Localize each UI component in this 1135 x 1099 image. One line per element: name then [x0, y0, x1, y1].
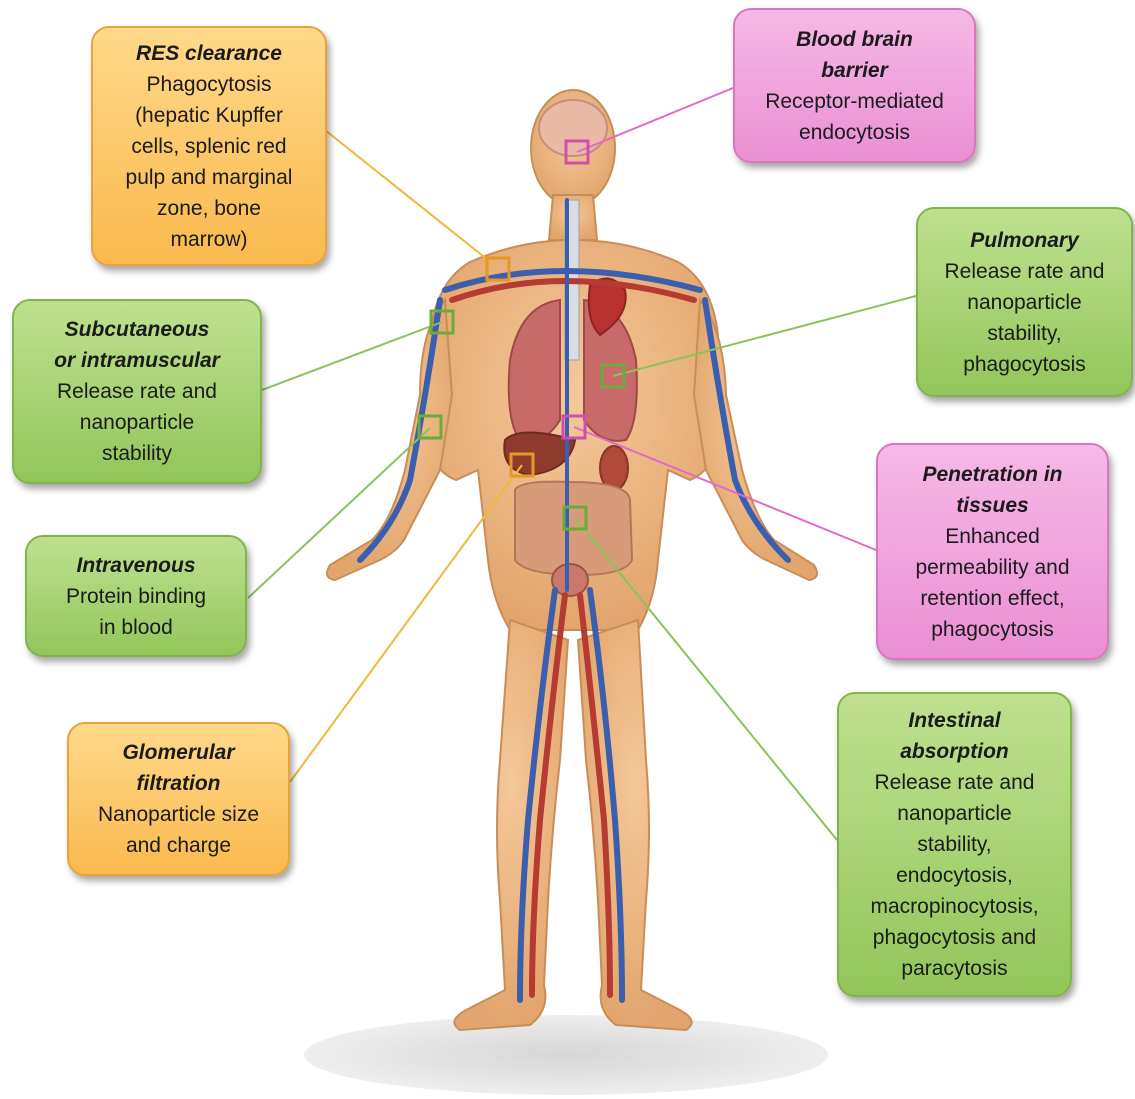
- callout-glomerular-filtration: Glomerular filtration Nanoparticle size …: [67, 722, 290, 876]
- callout-blood-brain-barrier: Blood brain barrier Receptor-mediated en…: [733, 8, 976, 163]
- callout-body: Receptor-mediated endocytosis: [743, 86, 966, 148]
- callout-title: Glomerular filtration: [77, 737, 280, 799]
- callout-body: Nanoparticle size and charge: [77, 799, 280, 861]
- callout-body: Release rate and nanoparticle stability,…: [847, 767, 1062, 984]
- callout-pulmonary: Pulmonary Release rate and nanoparticle …: [916, 207, 1133, 397]
- ground-shadow: [304, 1015, 828, 1095]
- callout-title: Pulmonary: [926, 225, 1123, 256]
- callout-title: RES clearance: [101, 38, 317, 69]
- callout-intravenous: Intravenous Protein binding in blood: [25, 535, 247, 657]
- brain: [539, 100, 607, 156]
- callout-body: Release rate and nanoparticle stability: [22, 376, 252, 469]
- callout-title: Subcutaneous or intramuscular: [22, 314, 252, 376]
- callout-penetration-in-tissues: Penetration in tissues Enhanced permeabi…: [876, 443, 1109, 660]
- callout-body: Enhanced permeability and retention effe…: [886, 521, 1099, 645]
- callout-body: Protein binding in blood: [35, 581, 237, 643]
- callout-res-clearance: RES clearance Phagocytosis (hepatic Kupf…: [91, 26, 327, 266]
- callout-body: Release rate and nanoparticle stability,…: [926, 256, 1123, 380]
- callout-title: Blood brain barrier: [743, 24, 966, 86]
- callout-subcutaneous: Subcutaneous or intramuscular Release ra…: [12, 299, 262, 484]
- callout-title: Intravenous: [35, 550, 237, 581]
- callout-body: Phagocytosis (hepatic Kupffer cells, spl…: [101, 69, 317, 255]
- callout-title: Intestinal absorption: [847, 705, 1062, 767]
- callout-title: Penetration in tissues: [886, 459, 1099, 521]
- callout-intestinal-absorption: Intestinal absorption Release rate and n…: [837, 692, 1072, 997]
